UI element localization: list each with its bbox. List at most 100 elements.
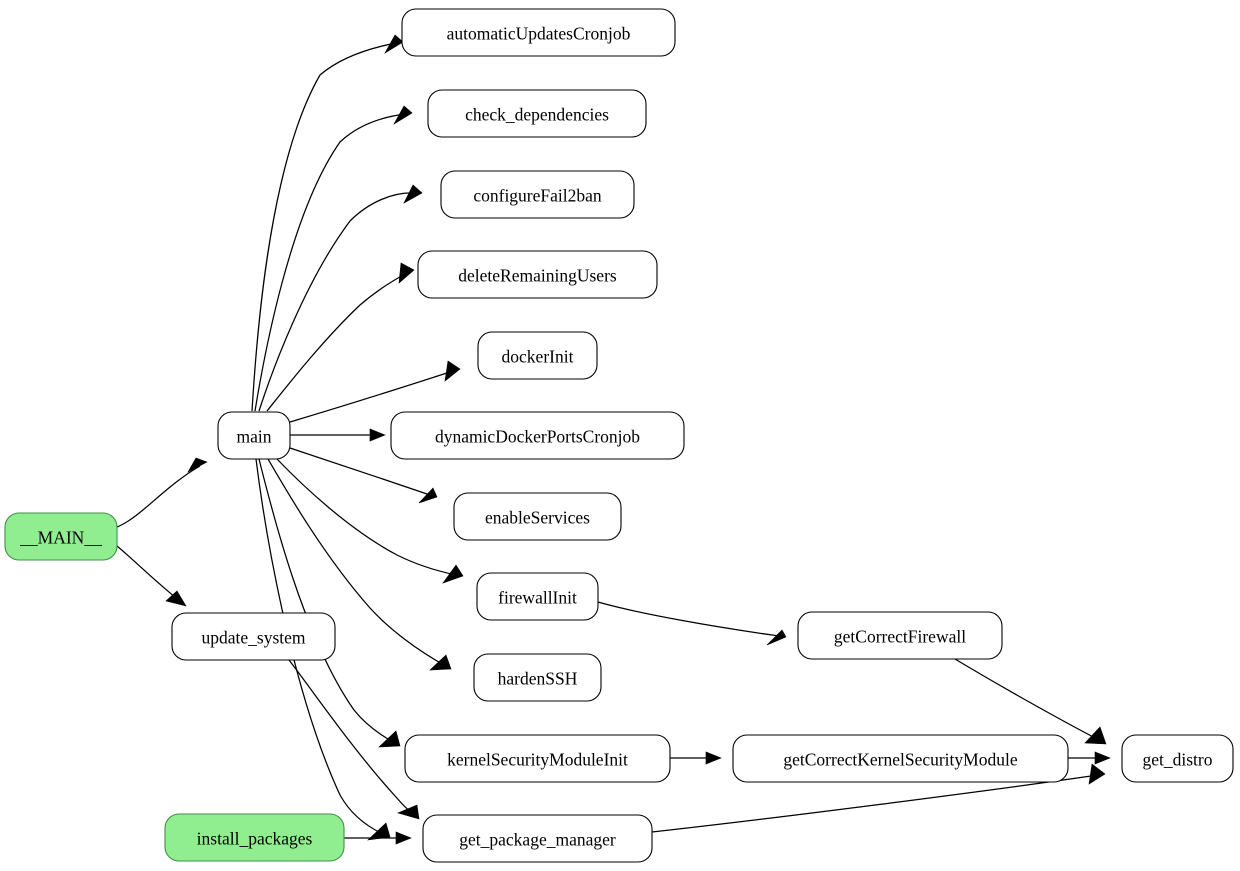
edge-line	[116, 465, 201, 528]
edge-line	[954, 658, 1100, 741]
node-box[interactable]	[404, 734, 671, 783]
arrowhead-icon	[1094, 751, 1111, 765]
node-box[interactable]	[217, 411, 291, 460]
arrowhead-icon	[403, 184, 423, 204]
node-label: get_package_manager	[459, 830, 616, 850]
node-label: __MAIN__	[19, 528, 102, 548]
node-label: automaticUpdatesCronjob	[447, 24, 631, 44]
node-__MAIN__[interactable]: __MAIN__	[4, 512, 118, 561]
node-firewallInit[interactable]: firewallInit	[476, 572, 599, 621]
node-check_dependencies[interactable]: check_dependencies	[427, 89, 647, 138]
node-label: deleteRemainingUsers	[458, 266, 617, 286]
arrowhead-icon	[444, 360, 461, 382]
arrowhead-icon	[187, 457, 208, 473]
arrowhead-icon	[1084, 726, 1107, 745]
edge-main-to-deleteRemainingUsers	[266, 262, 415, 412]
edge-line	[266, 272, 408, 412]
node-box[interactable]	[473, 653, 602, 702]
edge-update_system-to-get_package_manager	[288, 659, 420, 820]
edge-__MAIN__-to-update_system	[116, 545, 187, 607]
node-box[interactable]	[417, 250, 658, 299]
node-box[interactable]	[732, 734, 1069, 783]
arrowhead-icon	[442, 564, 464, 584]
edge-line	[288, 659, 414, 815]
edge-line	[258, 192, 416, 412]
arrowhead-icon	[397, 804, 420, 820]
arrowhead-icon	[418, 487, 438, 504]
edge-line	[258, 458, 394, 743]
edge-main-to-enableServices	[289, 447, 438, 504]
edge-line	[289, 370, 454, 423]
edge-main-to-dockerInit	[289, 360, 461, 423]
node-enableServices[interactable]: enableServices	[453, 492, 622, 541]
node-box[interactable]	[476, 572, 599, 621]
node-automaticUpdatesCronjob[interactable]: automaticUpdatesCronjob	[401, 8, 676, 57]
edge-getCorrectFirewall-to-get_distro	[954, 658, 1107, 745]
edge-getCorrectKernelSecurityModule-to-get_distro	[1068, 751, 1111, 765]
edge-line	[651, 774, 1099, 833]
node-label: install_packages	[197, 829, 313, 849]
node-label: dynamicDockerPortsCronjob	[435, 427, 640, 447]
node-deleteRemainingUsers[interactable]: deleteRemainingUsers	[417, 250, 658, 299]
edge-main-to-check_dependencies	[254, 105, 413, 412]
arrowhead-icon	[766, 629, 787, 646]
node-box[interactable]	[422, 814, 653, 863]
arrowhead-icon	[705, 751, 722, 765]
node-label: getCorrectKernelSecurityModule	[783, 750, 1017, 770]
arrowhead-icon	[429, 654, 452, 671]
edge-firewallInit-to-getCorrectFirewall	[597, 601, 787, 646]
node-box[interactable]	[453, 492, 622, 541]
node-update_system[interactable]: update_system	[171, 612, 336, 661]
node-label: configureFail2ban	[473, 186, 602, 206]
node-configureFail2ban[interactable]: configureFail2ban	[440, 170, 635, 219]
edge-line	[116, 545, 181, 602]
arrowhead-icon	[395, 831, 412, 845]
node-box[interactable]	[477, 331, 598, 380]
edge-install_packages-to-get_package_manager	[344, 831, 412, 845]
node-label: get_distro	[1143, 750, 1213, 770]
node-label: main	[237, 427, 272, 447]
edge-main-to-automaticUpdatesCronjob	[251, 34, 404, 412]
node-box[interactable]	[390, 411, 685, 460]
node-label: getCorrectFirewall	[834, 627, 966, 647]
edge-__MAIN__-to-main	[116, 457, 208, 528]
node-label: dockerInit	[502, 347, 574, 367]
node-dockerInit[interactable]: dockerInit	[477, 331, 598, 380]
node-install_packages[interactable]: install_packages	[164, 813, 345, 862]
node-hardenSSH[interactable]: hardenSSH	[473, 653, 602, 702]
node-getCorrectFirewall[interactable]: getCorrectFirewall	[797, 611, 1003, 660]
node-box[interactable]	[427, 89, 647, 138]
arrowhead-icon	[393, 105, 413, 125]
arrowhead-icon	[165, 590, 187, 607]
node-main[interactable]: main	[217, 411, 291, 460]
node-box[interactable]	[440, 170, 635, 219]
arrowhead-icon	[378, 730, 401, 748]
edge-line	[276, 458, 457, 576]
node-label: enableServices	[485, 508, 590, 528]
edge-main-to-dynamicDockerPortsCronjob	[290, 428, 386, 442]
node-get_package_manager[interactable]: get_package_manager	[422, 814, 653, 863]
nodes-layer: automaticUpdatesCronjob check_dependencie…	[4, 8, 1234, 863]
node-box[interactable]	[401, 8, 676, 57]
node-box[interactable]	[1121, 734, 1234, 783]
node-box[interactable]	[4, 512, 118, 561]
node-box[interactable]	[171, 612, 336, 661]
node-label: kernelSecurityModuleInit	[447, 750, 628, 770]
arrowhead-icon	[398, 262, 415, 284]
node-get_distro[interactable]: get_distro	[1121, 734, 1234, 783]
node-box[interactable]	[797, 611, 1003, 660]
node-dynamicDockerPortsCronjob[interactable]: dynamicDockerPortsCronjob	[390, 411, 685, 460]
edge-line	[289, 447, 431, 496]
node-label: update_system	[201, 628, 305, 648]
edge-line	[251, 42, 397, 412]
node-kernelSecurityModuleInit[interactable]: kernelSecurityModuleInit	[404, 734, 671, 783]
node-getCorrectKernelSecurityModule[interactable]: getCorrectKernelSecurityModule	[732, 734, 1069, 783]
edge-line	[267, 458, 445, 666]
edge-line	[255, 458, 384, 835]
node-box[interactable]	[164, 813, 345, 862]
node-label: check_dependencies	[465, 105, 609, 125]
edges-layer	[116, 34, 1111, 845]
edge-main-to-configureFail2ban	[258, 184, 423, 412]
